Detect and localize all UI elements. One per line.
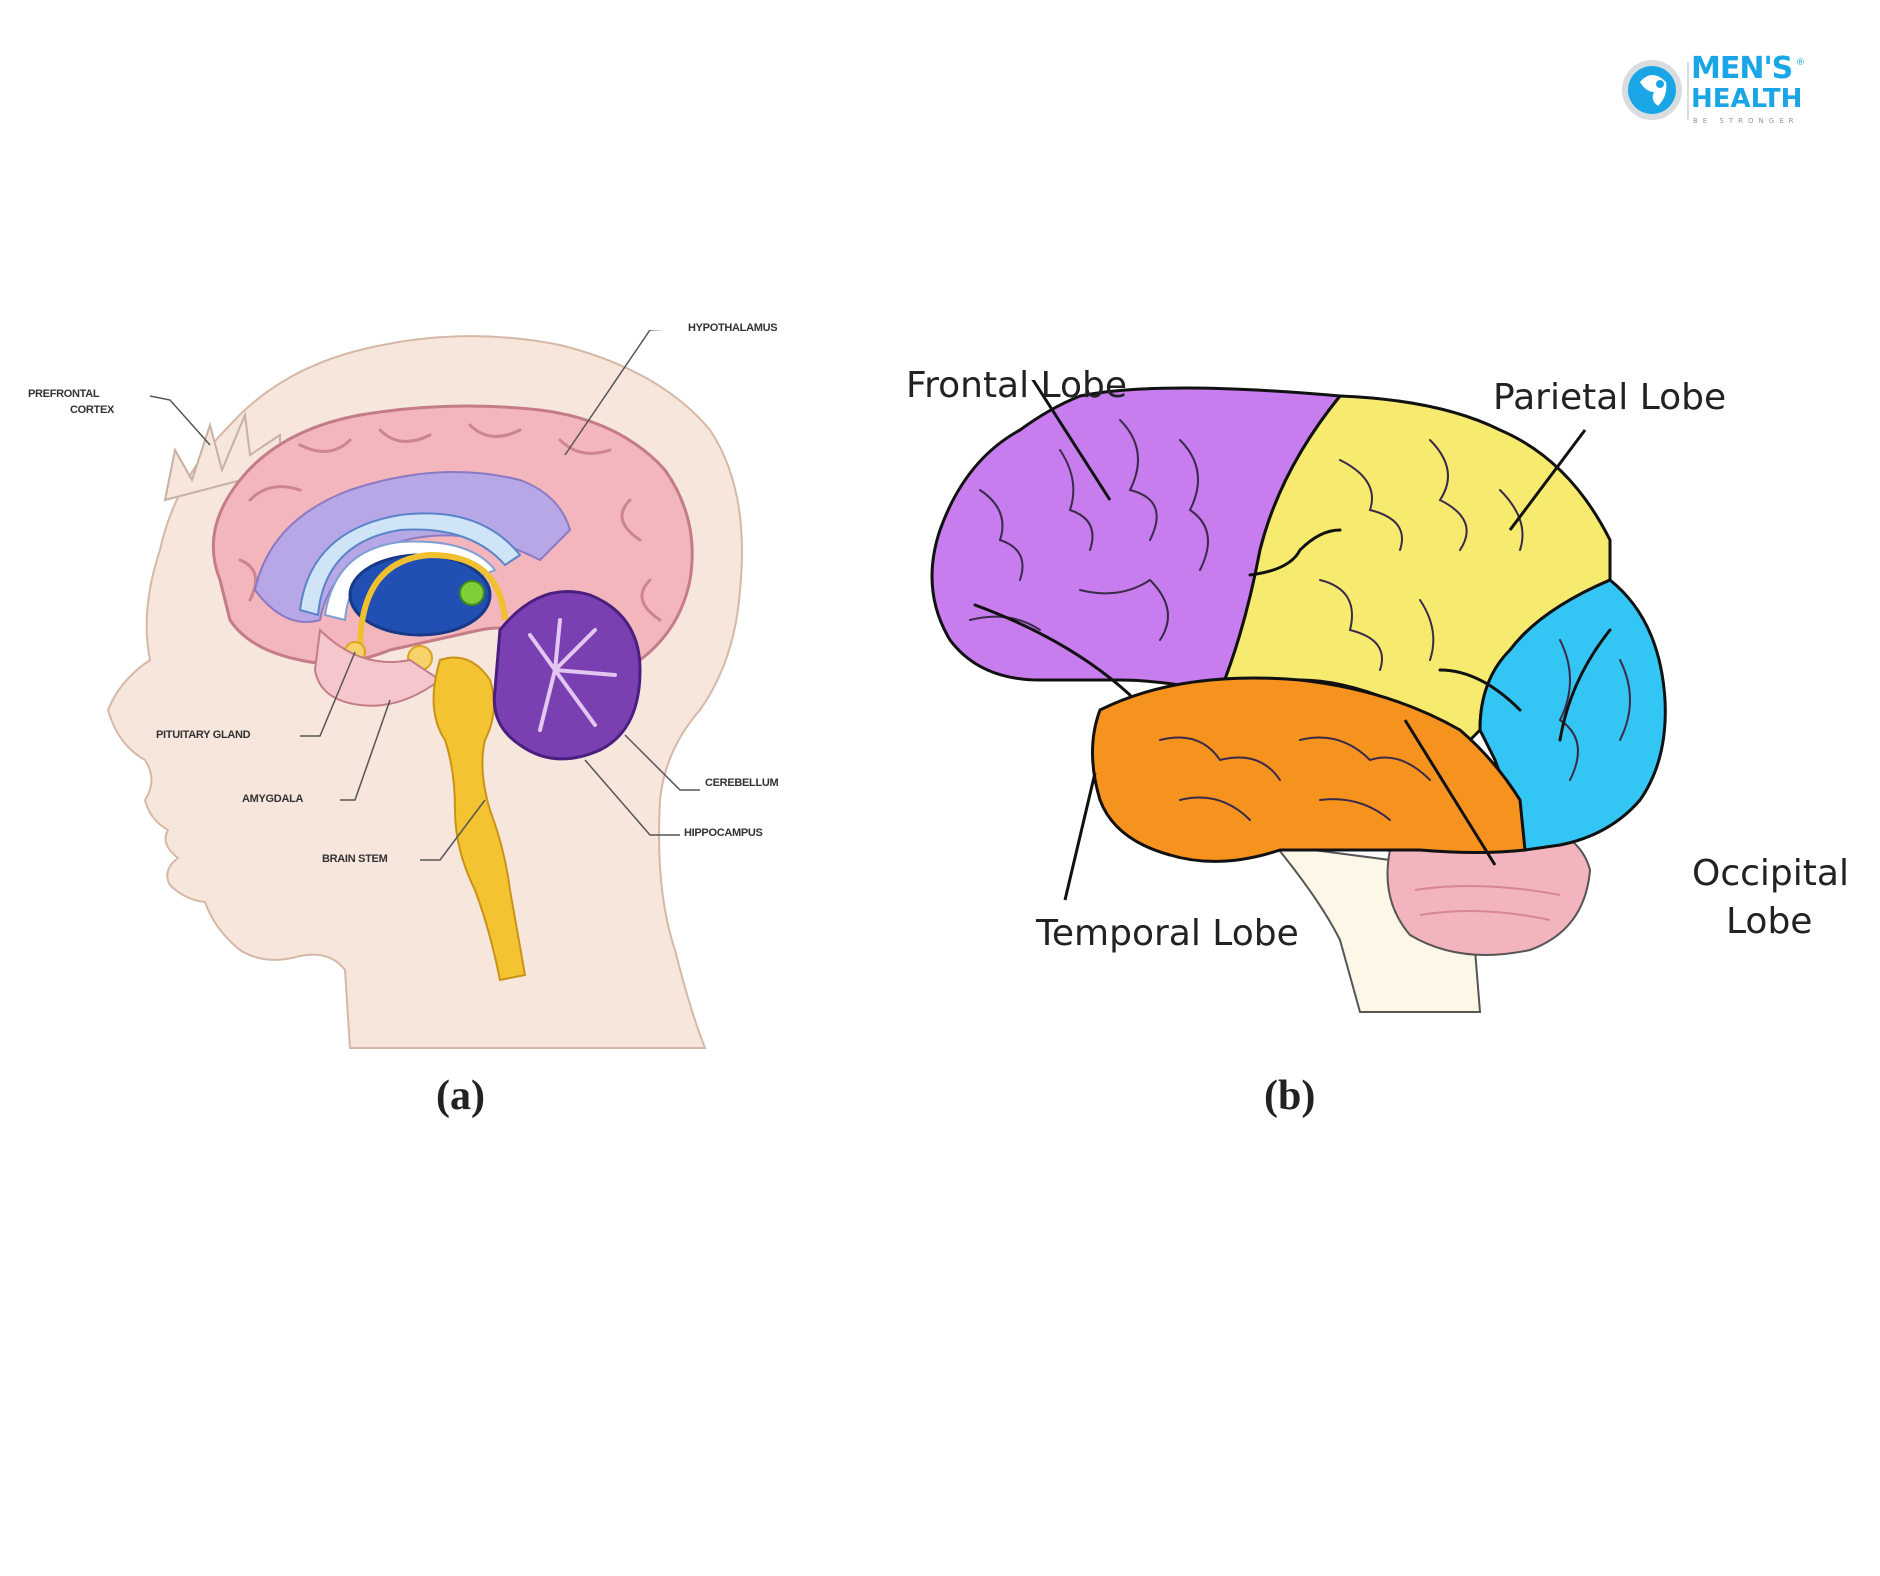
- logo-registered: ®: [1796, 58, 1805, 68]
- label-prefrontal-line1: PREFRONTAL: [28, 388, 100, 400]
- head-brain-illustration: [106, 330, 743, 1049]
- cerebellum-shape: [492, 590, 642, 761]
- label-occipital-line1: Occipital: [1692, 853, 1849, 894]
- label-frontal-lobe: Frontal Lobe: [906, 365, 1128, 406]
- label-pituitary-gland: PITUITARY GLAND: [156, 729, 251, 741]
- logo-line2: HEALTH: [1691, 84, 1803, 114]
- label-temporal-lobe: Temporal Lobe: [1036, 913, 1299, 954]
- label-parietal-lobe: Parietal Lobe: [1493, 377, 1727, 418]
- label-hippocampus: HIPPOCAMPUS: [684, 827, 763, 839]
- label-hypothalamus: HYPOTHALAMUS: [688, 322, 778, 334]
- temporal-lobe: [1091, 676, 1527, 863]
- brain-stem: [432, 656, 527, 982]
- occipital-lobe: [1478, 578, 1667, 852]
- logo-line1: MEN'S: [1691, 51, 1793, 86]
- logo-mark-icon: [1622, 60, 1689, 120]
- label-amygdala: AMYGDALA: [242, 793, 304, 805]
- label-prefrontal-line2: CORTEX: [70, 404, 115, 416]
- label-brain-stem: BRAIN STEM: [322, 853, 388, 865]
- caption-b: (b): [1264, 1073, 1316, 1119]
- brain-lobes-illustration: [930, 380, 1667, 1013]
- logo-tagline: BE STRONGER: [1693, 117, 1799, 125]
- label-cerebellum: CEREBELLUM: [705, 777, 779, 789]
- caption-a: (a): [436, 1073, 485, 1119]
- label-occipital-line2: Lobe: [1726, 901, 1813, 942]
